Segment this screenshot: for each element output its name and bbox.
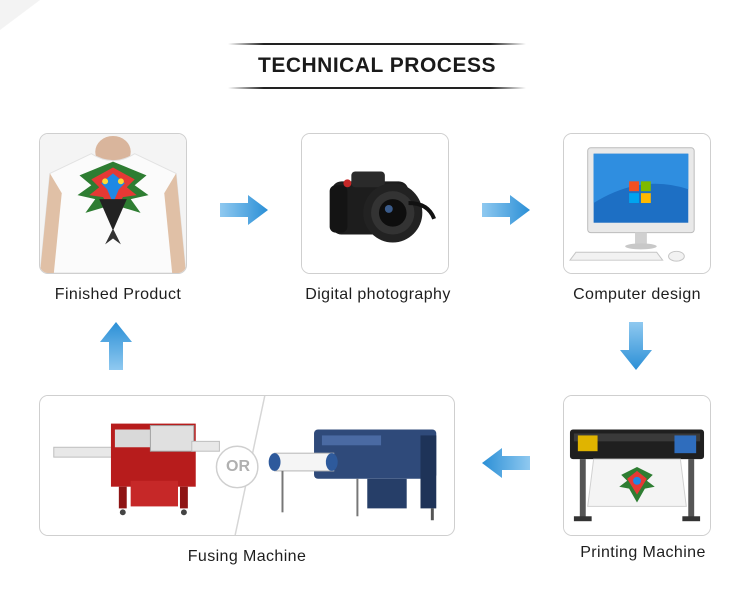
printing-machine-card bbox=[563, 395, 711, 536]
tshirt-photo-icon bbox=[40, 134, 186, 273]
rotary-fusing-photo-icon bbox=[268, 429, 437, 521]
digital-photography-card bbox=[301, 133, 449, 274]
printing-machine-label: Printing Machine bbox=[580, 544, 706, 561]
arrow-down-icon bbox=[620, 322, 652, 370]
arrow-up bbox=[100, 322, 132, 370]
print-artwork bbox=[619, 466, 655, 503]
arrow-right-1 bbox=[220, 195, 268, 225]
computer-design-label: Computer design bbox=[573, 286, 701, 303]
fusing-machine-card: OR bbox=[39, 395, 455, 536]
camera-photo-icon bbox=[302, 134, 448, 273]
fusing-press-photo-icon bbox=[53, 423, 220, 516]
title-banner: TECHNICAL PROCESS bbox=[228, 40, 526, 92]
digital-photography-label: Digital photography bbox=[305, 286, 451, 303]
arrow-up-icon bbox=[100, 322, 132, 370]
page-title: TECHNICAL PROCESS bbox=[258, 54, 496, 77]
or-label: OR bbox=[226, 458, 250, 475]
arrow-right-icon bbox=[482, 195, 530, 225]
finished-product-label: Finished Product bbox=[54, 286, 182, 303]
arrow-left-icon bbox=[482, 448, 530, 478]
arrow-left bbox=[482, 448, 530, 478]
finished-product-card bbox=[39, 133, 187, 274]
computer-photo-icon bbox=[564, 134, 710, 273]
title-rule-top bbox=[228, 43, 526, 45]
arrow-down bbox=[620, 322, 652, 370]
fusing-machines-illustration bbox=[41, 396, 453, 535]
corner-decoration bbox=[0, 0, 40, 30]
arrow-right-icon bbox=[220, 195, 268, 225]
title-rule-bottom bbox=[228, 87, 526, 89]
printer-photo-icon bbox=[564, 396, 710, 535]
arrow-right-2 bbox=[482, 195, 530, 225]
fusing-machine-label: Fusing Machine bbox=[187, 548, 307, 565]
computer-design-card bbox=[563, 133, 711, 274]
parrot-print bbox=[77, 161, 149, 245]
